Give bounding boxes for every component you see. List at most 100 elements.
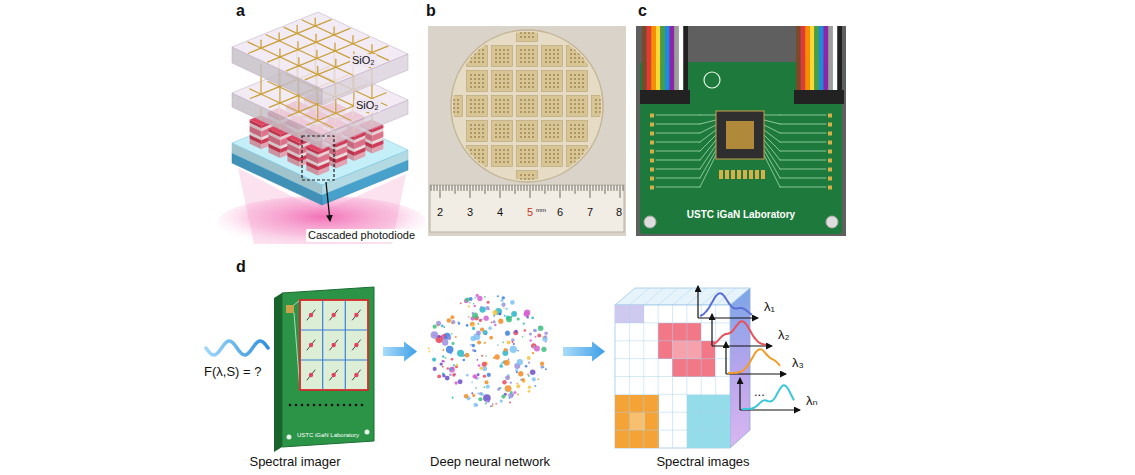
pad-dot <box>570 82 572 84</box>
neuron-dot <box>455 336 457 338</box>
neuron-dot <box>429 351 431 353</box>
pad-dot <box>507 132 509 134</box>
ruler-tick <box>479 186 480 191</box>
neuron-dot <box>478 397 482 401</box>
pad-dot <box>553 61 555 63</box>
pad-dot <box>549 78 551 80</box>
panel-caption: Spectral imager <box>249 454 340 470</box>
neuron-dot <box>541 366 544 369</box>
neuron-dot <box>509 397 511 399</box>
pad-dot <box>532 157 534 159</box>
gold-wire <box>298 58 299 66</box>
ruler <box>430 185 624 232</box>
neuron-dot <box>445 357 447 359</box>
pad-dot <box>549 107 551 109</box>
neuron-dot <box>509 401 511 403</box>
neuron-dot <box>471 392 473 394</box>
pad-dot <box>457 107 459 109</box>
pad-dot <box>470 78 472 80</box>
pad-dot <box>582 82 584 84</box>
pad-dot <box>482 57 484 59</box>
leader-arrow <box>326 182 330 221</box>
neuron-dot <box>532 352 534 354</box>
pad-dot <box>507 149 509 151</box>
pad-dot <box>574 153 576 155</box>
header-pin <box>828 159 832 163</box>
header-pin <box>307 404 310 407</box>
pad-dot <box>453 111 455 113</box>
ribbon-cable <box>651 26 656 96</box>
pad-dot <box>470 74 472 76</box>
plot-axis <box>698 317 758 318</box>
pad-dot <box>482 61 484 63</box>
pad-dot <box>532 132 534 134</box>
pad-dot <box>570 103 572 105</box>
ruler-tick <box>521 186 522 191</box>
pad-dot <box>607 99 609 101</box>
chip-die <box>517 146 538 167</box>
pad-dot <box>520 124 522 126</box>
pad-dot <box>557 124 559 126</box>
pad-dot <box>532 57 534 59</box>
pad-dot <box>524 124 526 126</box>
pad-dot <box>507 128 509 130</box>
header-pin <box>828 123 832 127</box>
chip-die <box>542 96 563 117</box>
pad-dot <box>582 107 584 109</box>
pad-dot <box>578 111 580 113</box>
neuron-dot <box>510 346 517 353</box>
pad-dot <box>549 136 551 138</box>
pad-dot <box>528 32 530 34</box>
neuron-dot <box>485 380 489 384</box>
pad-dot <box>482 86 484 88</box>
neuron-dot <box>449 374 452 377</box>
ruler-tick <box>551 186 552 191</box>
pad-dot <box>570 111 572 113</box>
pad-dot <box>507 57 509 59</box>
pad-dot <box>482 82 484 84</box>
chip-die <box>542 121 563 142</box>
grid-line <box>322 301 323 389</box>
pad-dot <box>470 136 472 138</box>
pad-dot <box>503 128 505 130</box>
neuron-dot <box>453 364 455 366</box>
pad-dot <box>503 86 505 88</box>
pixel-grid <box>615 394 730 395</box>
pad-dot <box>528 149 530 151</box>
chip-die <box>492 46 513 67</box>
pcb-trace <box>780 133 826 134</box>
pad-dot <box>482 149 484 151</box>
neuron-dot <box>511 393 514 396</box>
pad-dot <box>545 107 547 109</box>
pad-dot <box>524 149 526 151</box>
pad-dot <box>503 111 505 113</box>
pad-dot <box>474 161 476 163</box>
pad-dot <box>499 61 501 63</box>
header-pin <box>325 404 328 407</box>
pad-dot <box>482 53 484 55</box>
pad-dot <box>574 57 576 59</box>
panel-letter-holder: a <box>236 2 245 20</box>
pad-dot <box>507 53 509 55</box>
pad-dot <box>470 53 472 55</box>
pad-dot <box>478 61 480 63</box>
neuron-dot <box>452 373 455 376</box>
header-pin <box>828 132 832 136</box>
pad-dot <box>528 78 530 80</box>
pad-dot <box>482 49 484 51</box>
neuron-dot <box>475 387 477 389</box>
neuron-dot <box>495 403 497 405</box>
header-pin <box>313 404 316 407</box>
ruler-tick <box>611 186 612 191</box>
diode-symbol <box>352 310 360 320</box>
pad-dot <box>520 161 522 163</box>
pad-dot <box>532 53 534 55</box>
neuron-dot <box>454 381 457 384</box>
board-edge <box>274 293 282 452</box>
pad-dot <box>553 53 555 55</box>
pad-dot <box>520 153 522 155</box>
pad-dot <box>470 57 472 59</box>
neuron-dot <box>462 355 464 357</box>
gold-pad <box>761 170 765 179</box>
neuron-dot <box>469 297 473 301</box>
